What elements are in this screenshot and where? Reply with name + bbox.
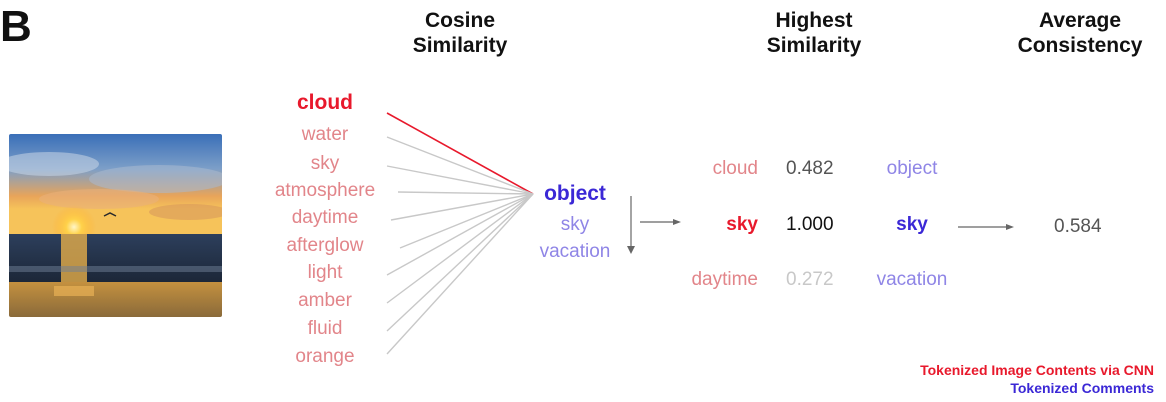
cosine-fan-lines xyxy=(386,112,534,355)
image-token-water: water xyxy=(301,124,349,145)
cosine-line-cloud xyxy=(386,112,534,195)
average-consistency-value: 0.584 xyxy=(1054,216,1102,237)
row-comment-token: object xyxy=(886,158,938,179)
image-token-light: light xyxy=(307,262,343,283)
row-image-token: daytime xyxy=(691,269,758,290)
image-token-sky: sky xyxy=(310,153,340,174)
cosine-line-daytime xyxy=(390,193,534,221)
row-image-token: sky xyxy=(726,214,758,235)
arrow-to-average-head xyxy=(1006,224,1014,230)
image-token-amber: amber xyxy=(298,290,352,311)
row-score: 0.482 xyxy=(786,158,834,179)
row-comment-token: vacation xyxy=(876,269,948,290)
cosine-line-afterglow xyxy=(399,193,534,249)
comment-token-vacation: vacation xyxy=(539,241,611,262)
cosine-line-water xyxy=(386,136,534,195)
header-cosine-line2: Similarity xyxy=(412,34,508,57)
panel-label: B xyxy=(0,2,32,51)
image-token-afterglow: afterglow xyxy=(286,235,364,256)
row-score: 1.000 xyxy=(786,214,834,235)
image-token-atmosphere: atmosphere xyxy=(274,180,376,201)
legend-comment-tokens: Tokenized Comments xyxy=(1010,380,1154,396)
cosine-line-amber xyxy=(386,193,534,304)
cosine-line-light xyxy=(386,193,534,276)
cosine-line-atmosphere xyxy=(397,191,534,195)
sort-arrow-head xyxy=(627,246,635,254)
header-highest-similarity: Highest Similarity xyxy=(758,8,870,58)
header-highest-line2: Similarity xyxy=(766,34,862,57)
header-average-line1: Average xyxy=(1038,9,1122,32)
arrow-to-highest-head xyxy=(673,219,681,225)
comment-token-sky: sky xyxy=(560,214,590,235)
header-cosine-similarity: Cosine Similarity xyxy=(404,8,516,58)
image-token-orange: orange xyxy=(295,346,355,367)
image-token-daytime: daytime xyxy=(291,207,359,228)
row-image-token: cloud xyxy=(712,158,758,179)
comment-token-object: object xyxy=(544,182,606,205)
header-highest-line1: Highest xyxy=(775,9,853,32)
cosine-line-orange xyxy=(386,193,534,355)
cosine-line-sky xyxy=(386,165,534,195)
header-average-consistency: Average Consistency xyxy=(1000,8,1160,58)
header-average-line2: Consistency xyxy=(1017,34,1143,57)
header-cosine-line1: Cosine xyxy=(424,9,495,32)
cosine-line-fluid xyxy=(386,193,534,332)
row-comment-token: sky xyxy=(896,214,928,235)
row-score: 0.272 xyxy=(786,269,834,290)
sunset-beach-image xyxy=(9,134,222,317)
image-token-fluid: fluid xyxy=(307,318,343,339)
legend-image-tokens: Tokenized Image Contents via CNN xyxy=(920,362,1154,378)
image-token-cloud: cloud xyxy=(297,91,353,114)
